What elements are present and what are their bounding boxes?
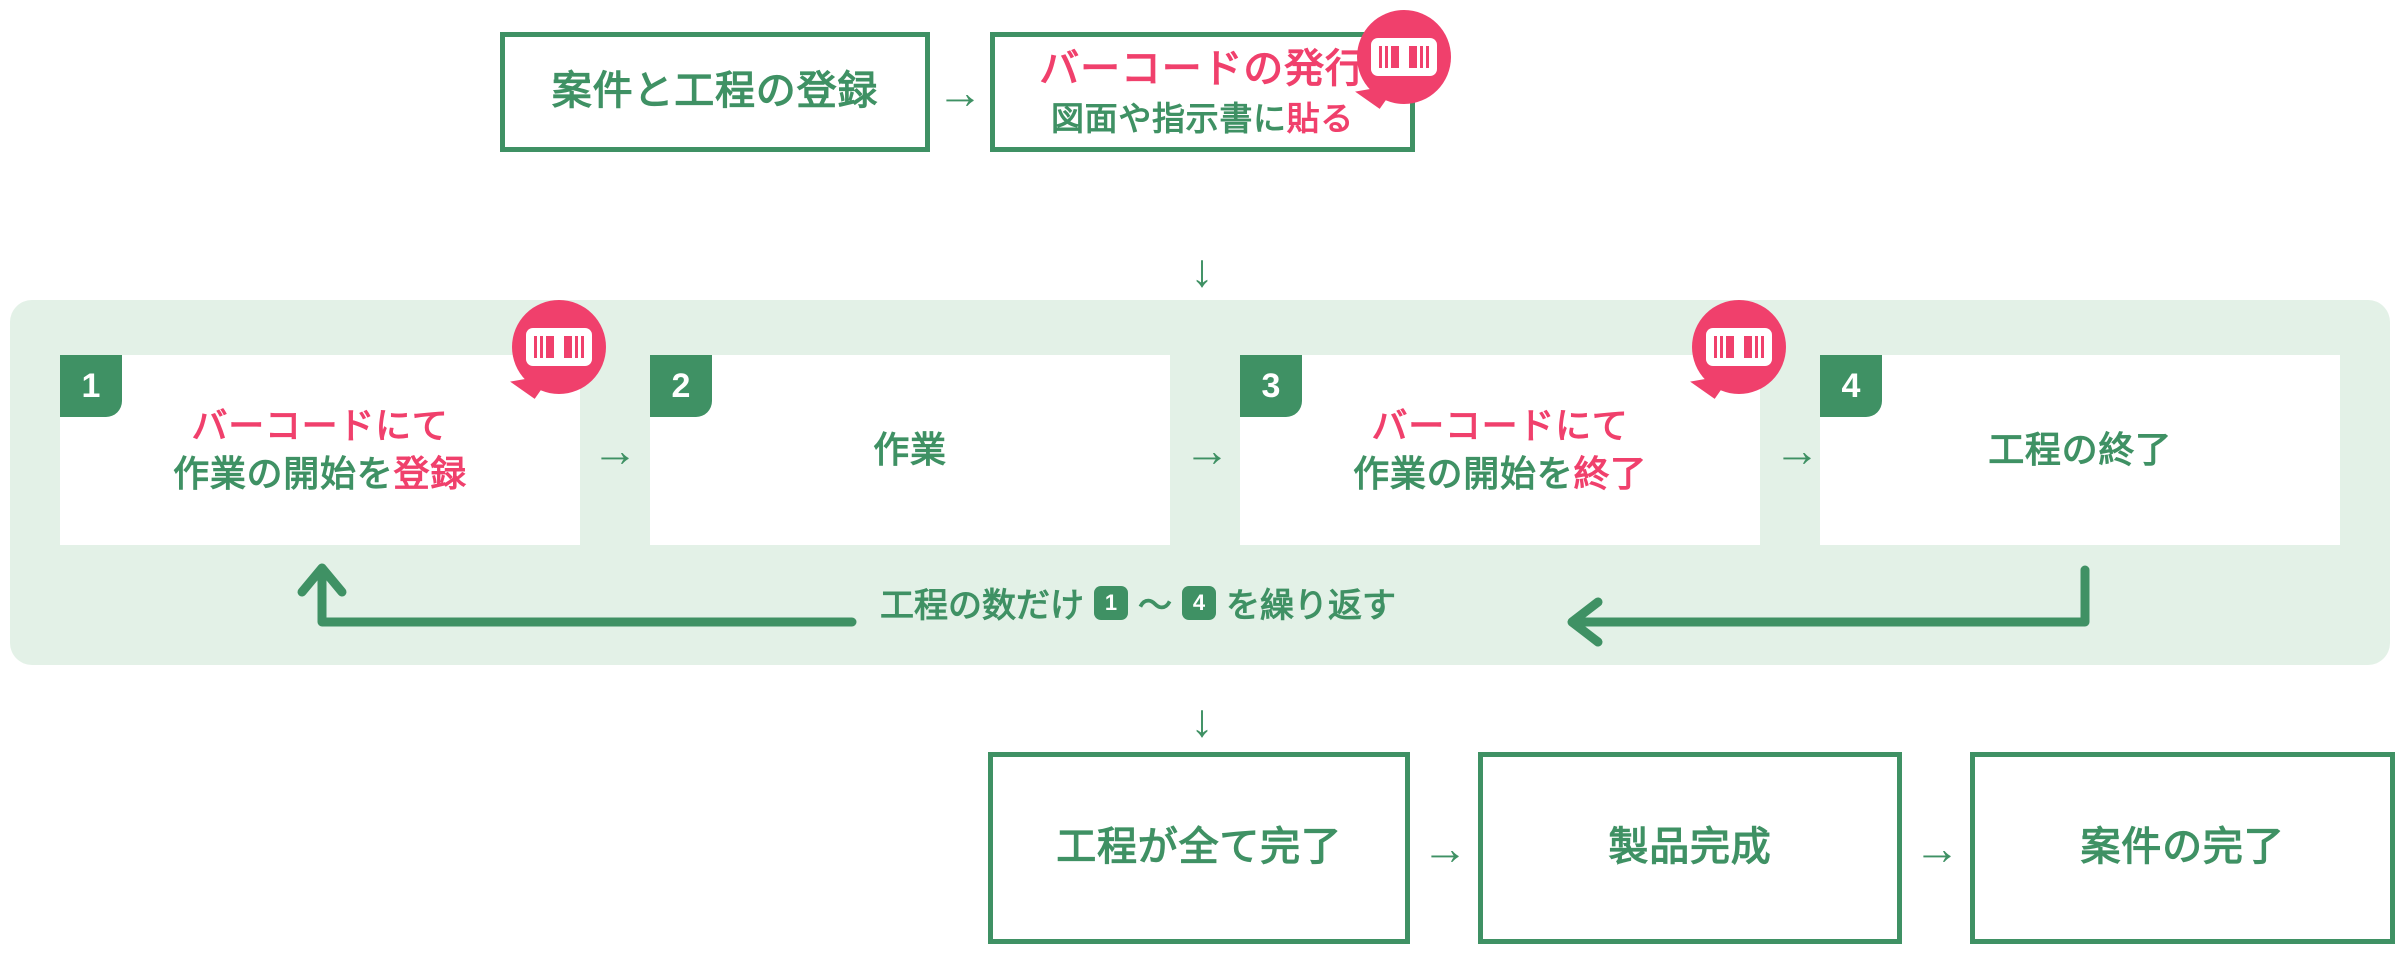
step-number: 2: [671, 367, 691, 405]
arrow-right-step-2-3: →: [1172, 420, 1242, 480]
arrow-right-bottom-2: →: [1902, 818, 1972, 878]
arrow-glyph: ↓: [1190, 244, 1214, 296]
flow-box-label-line1: バーコードにて: [191, 404, 449, 446]
barcode-icon-step-3: [1690, 300, 1786, 399]
loop-badge-to: 4: [1182, 585, 1216, 620]
arrow-glyph: →: [937, 66, 983, 118]
arrow-down-bottom: ↓: [1172, 690, 1232, 750]
flow-box-label: 案件の完了: [2080, 825, 2285, 870]
flow-box-product-complete: 製品完成: [1478, 752, 1902, 944]
barcode-bar: [540, 336, 543, 358]
flow-box-label-line2: 図面や指示書に貼る: [1051, 97, 1354, 141]
barcode-bar: [575, 336, 578, 358]
barcode-bar: [1744, 336, 1752, 358]
label-segment-green: 図面や指示書に: [1051, 99, 1287, 137]
flow-box-step-2: 作業: [650, 355, 1170, 545]
label-segment-pink: 終了: [1573, 453, 1647, 494]
flow-box-label-line2: 作業の開始を終了: [1353, 450, 1647, 498]
barcode-bar: [581, 336, 584, 358]
label-segment-pink: 登録: [393, 453, 467, 494]
step-number: 3: [1261, 367, 1281, 405]
arrow-right-bottom-1: →: [1410, 818, 1480, 878]
arrow-down-top: ↓: [1172, 240, 1232, 300]
arrow-glyph: →: [1184, 424, 1230, 476]
barcode-bar: [1714, 336, 1717, 358]
loop-caption-prefix: 工程の数だけ: [880, 587, 1084, 625]
flow-box-label-line1: バーコードの発行: [1039, 47, 1366, 92]
barcode-bar: [1385, 46, 1388, 68]
flow-box-step-4: 工程の終了: [1820, 355, 2340, 545]
barcode-bar: [534, 336, 537, 358]
arrow-glyph: →: [1914, 822, 1960, 874]
arrow-glyph: →: [1422, 822, 1468, 874]
label-segment-green: 作業の開始を: [1353, 453, 1574, 494]
flow-box-step-3: バーコードにて 作業の開始を終了: [1240, 355, 1760, 545]
flow-box-label: 工程が全て完了: [1056, 825, 1342, 870]
flow-box-all-steps-complete: 工程が全て完了: [988, 752, 1410, 944]
arrow-right-step-3-4: →: [1762, 420, 1832, 480]
flow-box-project-complete: 案件の完了: [1970, 752, 2395, 944]
loop-badge-from: 1: [1094, 585, 1128, 620]
barcode-plate: [1706, 328, 1772, 366]
flow-box-label-line1: バーコードにて: [1371, 404, 1629, 446]
arrow-glyph: ↓: [1190, 694, 1214, 746]
flow-box-project-registration: 案件と工程の登録: [500, 32, 930, 152]
barcode-bar: [1420, 46, 1423, 68]
arrow-glyph: →: [1774, 424, 1820, 476]
barcode-gap: [1737, 336, 1741, 358]
flow-box-label-line2: 作業の開始を登録: [173, 450, 467, 498]
barcode-bar: [564, 336, 572, 358]
barcode-bar: [1726, 336, 1734, 358]
barcode-gap: [1402, 46, 1406, 68]
step-number-badge-1: 1: [60, 355, 122, 417]
loop-caption: 工程の数だけ 1 〜 4 を繰り返す: [880, 578, 1396, 627]
barcode-bar: [1761, 336, 1764, 358]
arrow-right-top-1: →: [930, 62, 990, 122]
loop-caption-suffix: を繰り返す: [1226, 587, 1396, 625]
arrow-glyph: →: [592, 424, 638, 476]
flow-box-barcode-issue: バーコードの発行 図面や指示書に貼る: [990, 32, 1415, 152]
loop-tilde: 〜: [1138, 587, 1172, 625]
step-number-badge-3: 3: [1240, 355, 1302, 417]
flow-box-label: 案件と工程の登録: [551, 69, 879, 114]
flow-box-label: 作業: [873, 428, 947, 470]
arrow-right-step-1-2: →: [580, 420, 650, 480]
step-number-badge-2: 2: [650, 355, 712, 417]
label-segment-green: 作業の開始を: [173, 453, 394, 494]
flow-box-label: 工程の終了: [1988, 428, 2172, 470]
barcode-plate: [526, 328, 592, 366]
flow-box-step-1: バーコードにて 作業の開始を登録: [60, 355, 580, 545]
barcode-bar: [1720, 336, 1723, 358]
barcode-bar: [546, 336, 554, 358]
barcode-bar: [1426, 46, 1429, 68]
step-number: 4: [1841, 367, 1861, 405]
barcode-bar: [1755, 336, 1758, 358]
barcode-icon-top: [1355, 10, 1451, 109]
label-segment-pink: 貼る: [1286, 99, 1354, 137]
barcode-bar: [1391, 46, 1399, 68]
barcode-plate: [1371, 38, 1437, 76]
step-number: 1: [81, 367, 101, 405]
step-number-badge-4: 4: [1820, 355, 1882, 417]
barcode-icon-step-1: [510, 300, 606, 399]
flow-box-label: 製品完成: [1608, 825, 1772, 870]
barcode-gap: [557, 336, 561, 358]
barcode-bar: [1409, 46, 1417, 68]
barcode-bar: [1379, 46, 1382, 68]
